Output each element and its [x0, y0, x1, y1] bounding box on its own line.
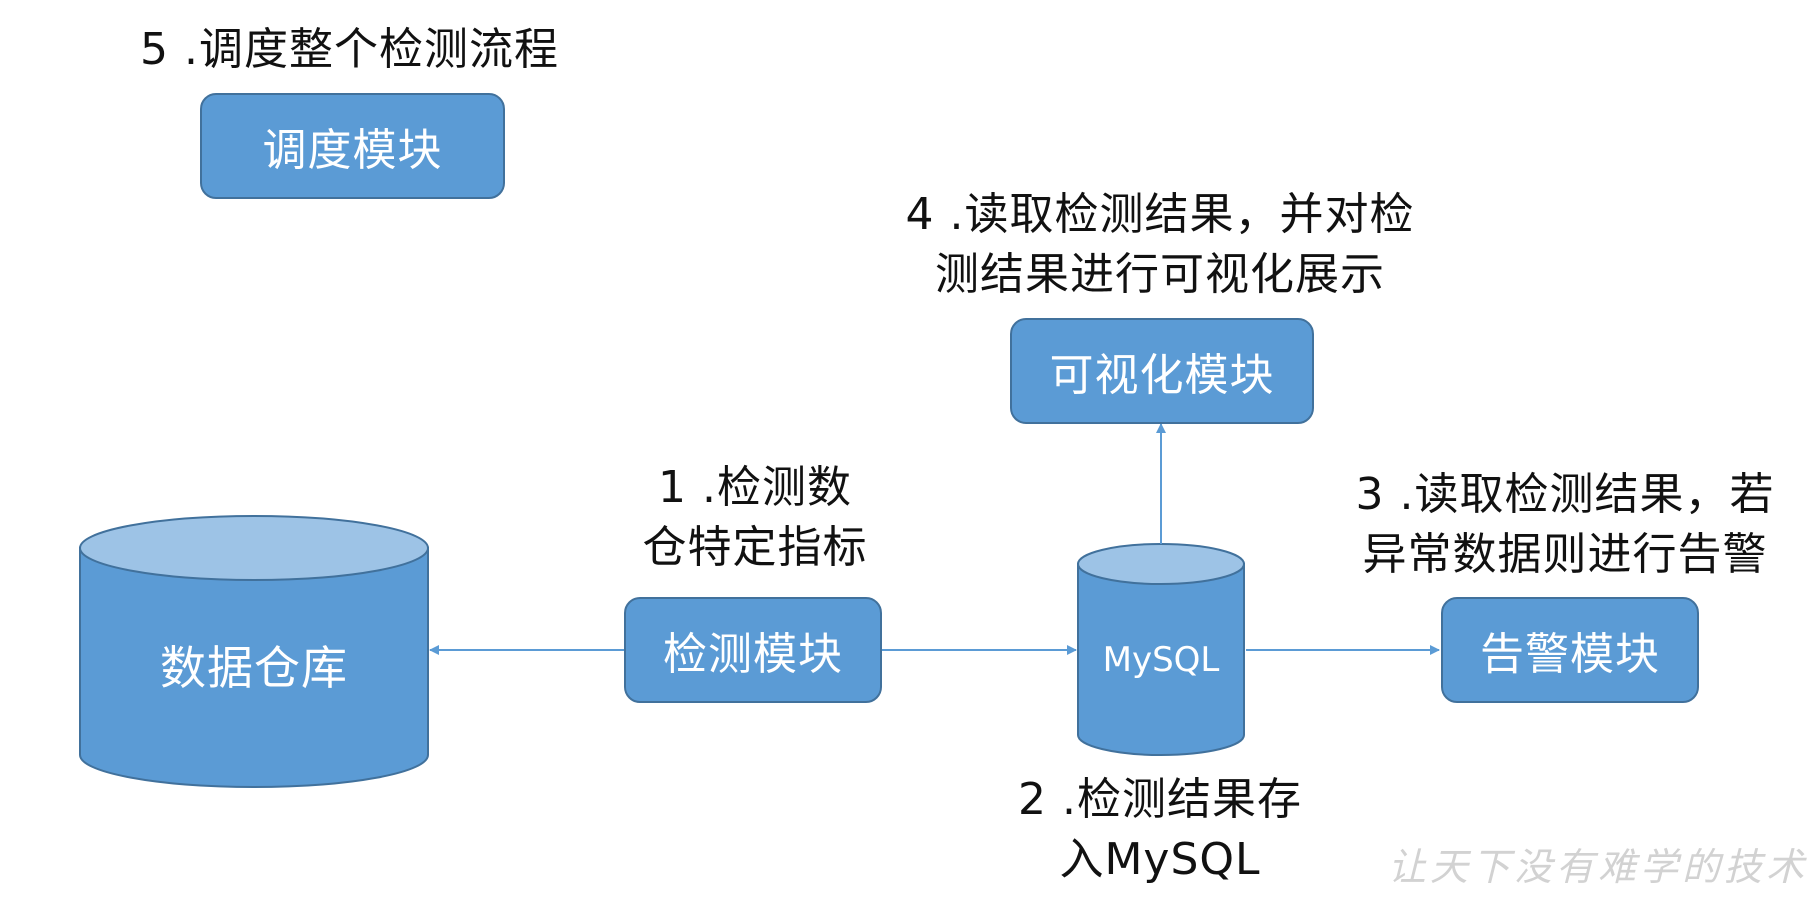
step2-caption-line-2: 入MySQL — [1059, 834, 1261, 885]
step4-caption-line-2: 测结果进行可视化展示 — [935, 249, 1385, 300]
mysql-label: MySQL — [1102, 640, 1220, 680]
step4-caption: 4 .读取检测结果，并对检 测结果进行可视化展示 — [840, 185, 1480, 305]
watermark-text: 让天下没有难学的技术 — [1387, 845, 1808, 889]
data-warehouse-label: 数据仓库 — [160, 641, 348, 695]
scheduler-module-box: 调度模块 — [200, 93, 505, 199]
data-warehouse-cylinder — [79, 515, 429, 788]
step5-caption: 5 .调度整个检测流程 — [140, 20, 559, 80]
mysql-cylinder — [1077, 543, 1245, 756]
alerter-module-box: 告警模块 — [1441, 597, 1699, 703]
step3-caption-line-2: 异常数据则进行告警 — [1362, 529, 1768, 580]
step3-caption: 3 .读取检测结果，若 异常数据则进行告警 — [1330, 465, 1800, 585]
step2-caption: 2 .检测结果存 入MySQL — [970, 770, 1350, 890]
step1-caption: 1 .检测数 仓特定指标 — [590, 458, 920, 578]
step3-caption-line-1: 3 .读取检测结果，若 — [1355, 469, 1775, 520]
visualizer-module-box: 可视化模块 — [1010, 318, 1314, 424]
step1-caption-line-1: 1 .检测数 — [658, 462, 852, 513]
step4-caption-line-1: 4 .读取检测结果，并对检 — [905, 189, 1415, 240]
step2-caption-line-1: 2 .检测结果存 — [1018, 774, 1302, 825]
step5-caption-line: 5 .调度整个检测流程 — [140, 24, 559, 75]
detector-module-box: 检测模块 — [624, 597, 882, 703]
step1-caption-line-2: 仓特定指标 — [642, 522, 868, 573]
